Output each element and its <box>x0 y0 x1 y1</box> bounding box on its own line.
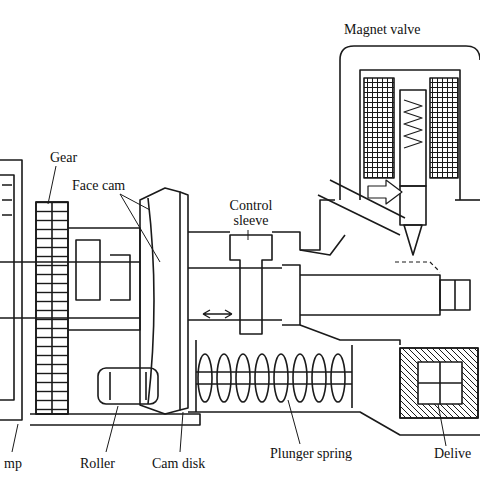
drawing-path <box>110 255 130 300</box>
drawing-path <box>300 235 345 255</box>
drawing-path <box>300 275 440 315</box>
drawing-path <box>148 198 154 404</box>
drawing-path <box>282 265 300 325</box>
drawing-path <box>318 180 405 235</box>
part-label: Face cam <box>70 178 127 193</box>
drawing-path <box>248 230 249 240</box>
drawing-path <box>288 400 300 444</box>
drawing-path <box>12 424 18 452</box>
part-label: Gear <box>48 150 79 165</box>
drawing-path <box>440 280 470 310</box>
drawing-ellipse <box>274 354 288 402</box>
drawing-path <box>51 202 53 414</box>
drawing-path <box>196 340 352 412</box>
drawing-ellipse <box>236 354 250 402</box>
drawing-rect <box>98 368 158 404</box>
drawing-path <box>180 192 188 410</box>
drawing-rect <box>430 78 458 178</box>
drawing-path <box>300 325 400 345</box>
part-label: Magnet valve <box>342 22 423 37</box>
drawing-ellipse <box>331 354 345 402</box>
drawing-rect <box>36 202 68 414</box>
drawing-rect <box>364 78 394 178</box>
drawing-rect <box>400 90 426 186</box>
drawing-path <box>454 280 456 310</box>
part-label: Delive <box>432 446 473 461</box>
part-label: Plunger spring <box>268 446 354 461</box>
part-label: mp <box>2 456 24 471</box>
drawing-path <box>404 225 422 255</box>
drawing-path <box>438 404 446 446</box>
drawing-ellipse <box>293 354 307 402</box>
drawing-path <box>395 262 440 272</box>
drawing-path <box>368 180 402 204</box>
drawing-ellipse <box>217 354 231 402</box>
drawing-path <box>203 310 232 318</box>
drawing-path <box>400 186 426 225</box>
drawing-ellipse <box>198 354 212 402</box>
drawing-path <box>48 166 56 204</box>
drawing-path <box>0 175 14 400</box>
part-label: Control sleeve <box>214 198 288 228</box>
drawing-path <box>120 194 160 262</box>
drawing-path <box>76 240 100 300</box>
drawing-path <box>340 46 480 200</box>
drawing-g <box>198 354 345 402</box>
drawing-path <box>68 228 140 330</box>
drawing-path <box>2 185 12 215</box>
drawing-path <box>455 199 480 201</box>
drawing-path <box>0 160 22 420</box>
drawing-path <box>106 406 118 452</box>
drawing-path <box>404 100 422 148</box>
drawing-ellipse <box>255 354 269 402</box>
drawing-path <box>180 412 183 452</box>
drawing-path <box>230 235 272 334</box>
part-label: Cam disk <box>150 456 207 471</box>
drawing-rect <box>36 202 68 414</box>
drawing-path <box>418 362 462 404</box>
drawing-path <box>360 70 460 200</box>
part-label: Roller <box>78 456 117 471</box>
drawing-path <box>110 372 146 400</box>
drawing-path <box>0 262 140 318</box>
drawing-rect <box>418 362 462 404</box>
drawing-path <box>188 268 282 320</box>
drawing-ellipse <box>312 354 326 402</box>
